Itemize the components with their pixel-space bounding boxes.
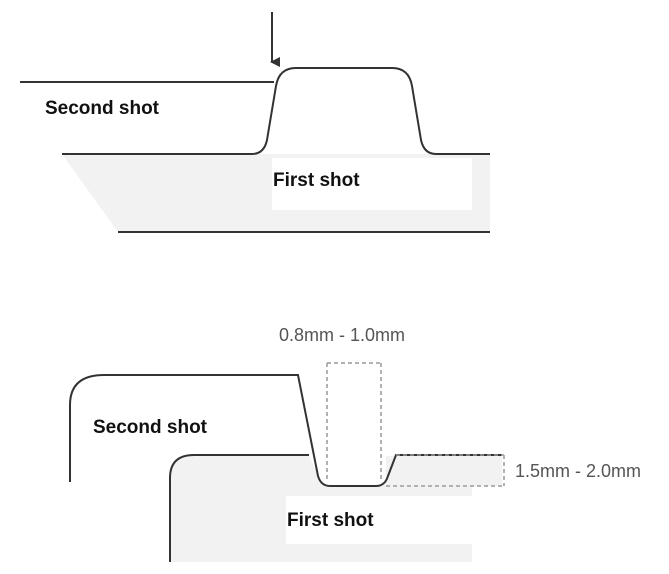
bottom-width-dimension-label: 0.8mm - 1.0mm bbox=[279, 325, 405, 345]
bottom-diagram: 0.8mm - 1.0mm 1.5mm - 2.0mm Second shot … bbox=[69, 325, 641, 562]
bottom-first-shot-label: First shot bbox=[287, 510, 374, 531]
bottom-second-shot-label: Second shot bbox=[93, 417, 208, 438]
bottom-depth-dimension-label: 1.5mm - 2.0mm bbox=[515, 461, 641, 481]
bottom-first-shot-profile bbox=[169, 454, 309, 562]
bottom-first-shot-label-bg bbox=[286, 496, 472, 544]
top-first-shot-label-bg bbox=[272, 158, 472, 210]
bottom-width-dim-guides bbox=[326, 362, 382, 482]
bottom-depth-dim-shade bbox=[386, 456, 502, 486]
bottom-second-shot-profile bbox=[69, 374, 502, 487]
top-second-shot-label: Second shot bbox=[45, 98, 160, 119]
bottom-depth-dim-guides bbox=[386, 454, 505, 487]
top-first-shot-label: First shot bbox=[273, 170, 360, 191]
top-bump-profile bbox=[251, 67, 437, 155]
top-diagram: Second shot First shot bbox=[20, 12, 490, 233]
